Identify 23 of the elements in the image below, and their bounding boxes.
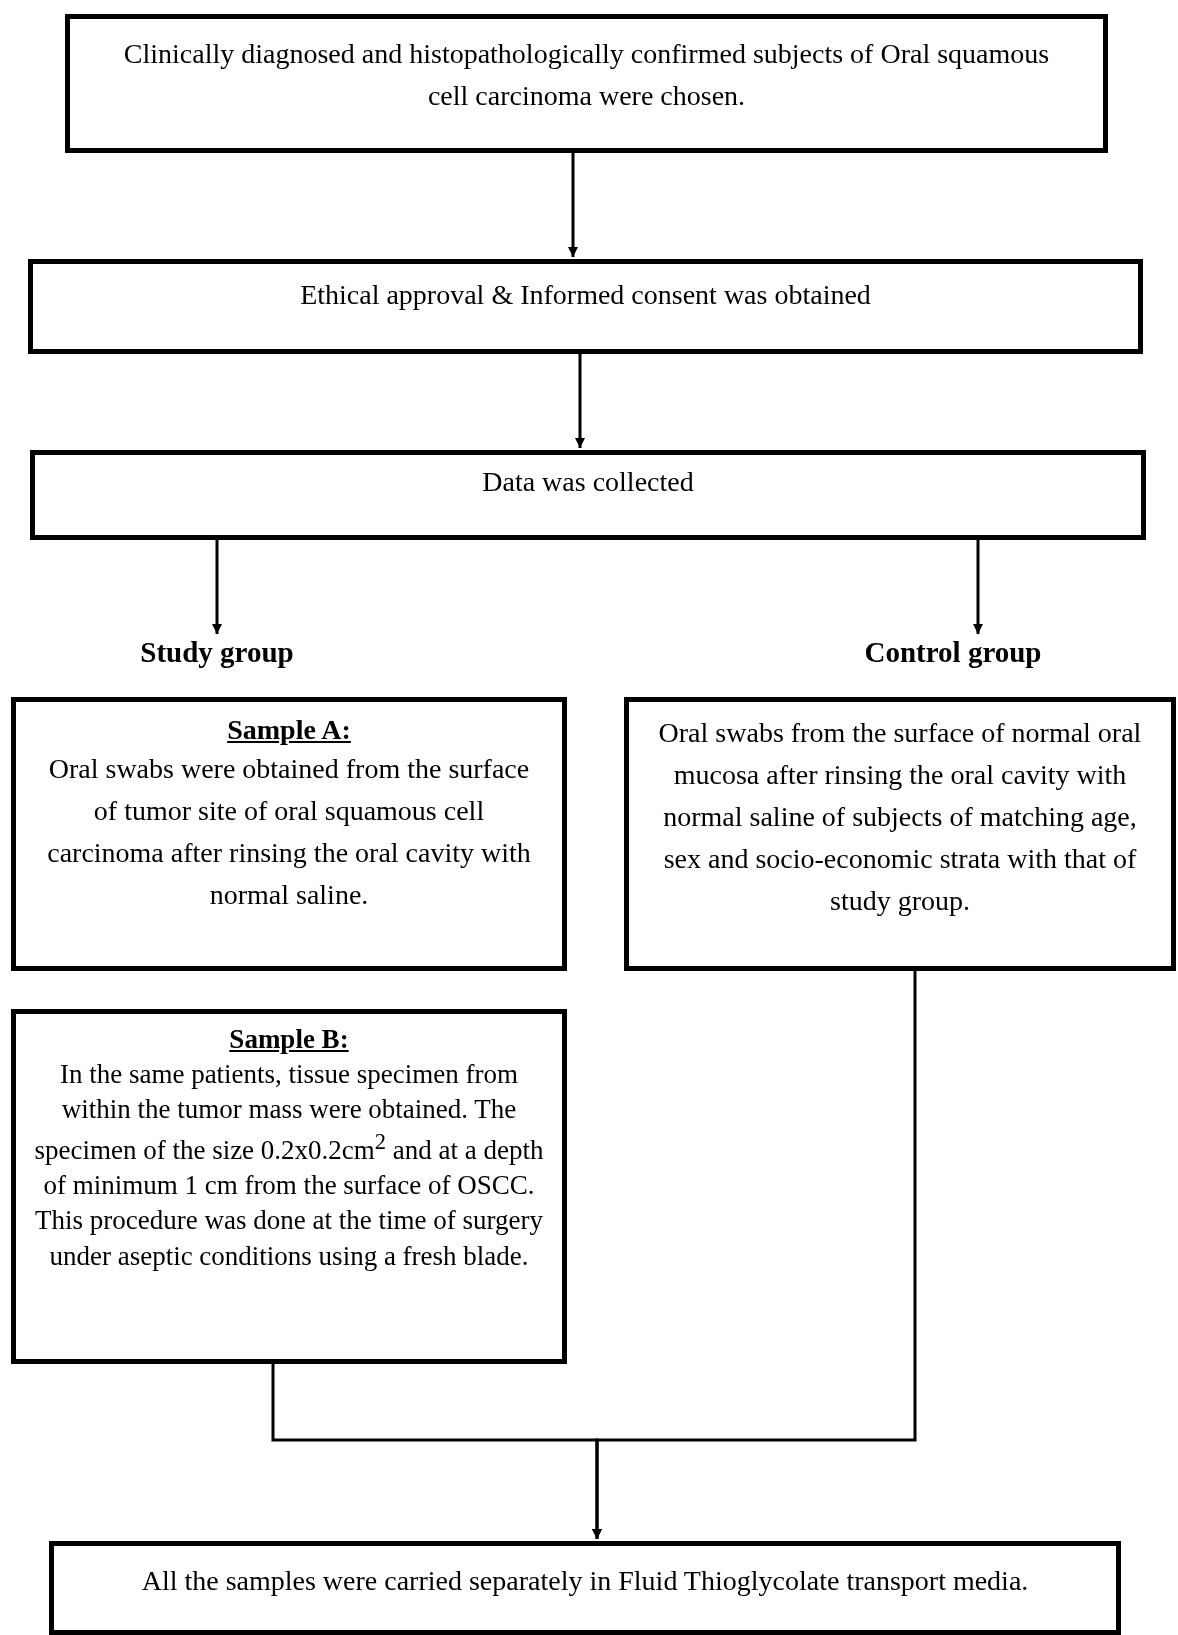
process-box [11,1009,567,1364]
box-text: Oral swabs were obtained from the surface of tumor site of oral squamous cell carcinoma after rinsing the oral cavity with normal saline. [46,752,532,913]
box-text: Clinically diagnosed and histopathologically confirmed subjects of Oral squamous cell carcinoma were chosen. [122,37,1051,113]
arrow [212,540,222,634]
box-heading: Sample B: [229,1023,349,1056]
process-box [65,14,1108,153]
arrow [592,971,917,1539]
box-text: Oral swabs from the surface of normal oral mucosa after rinsing the oral cavity with normal saline of subjects of matching age, sex and socio-economic strata with that of study group. [657,716,1143,918]
process-box [30,450,1146,540]
process-box [28,259,1143,354]
process-box [49,1541,1121,1635]
box-text: Ethical approval & Informed consent was obtained [300,278,871,312]
process-box [624,697,1176,971]
arrow [973,540,983,634]
box-text: Data was collected [482,465,694,499]
box-text: In the same patients, tissue specimen from within the tumor mass were obtained. The specimen of the size 0.2x0.2cm$^{2}$ and at a depth of minimum 1 cm from the surface of OSCC. This procedure was done at the time of surgery under aseptic conditions using a fresh blade. [33,1058,545,1273]
box-heading: Sample A: [227,713,351,747]
group-label: Control group [838,636,1068,672]
group-label: Study group [117,636,317,672]
arrow [568,153,578,257]
arrow [575,354,585,448]
box-text: All the samples were carried separately in Fluid Thioglycolate transport media. [141,1564,1029,1598]
process-box [11,697,567,971]
